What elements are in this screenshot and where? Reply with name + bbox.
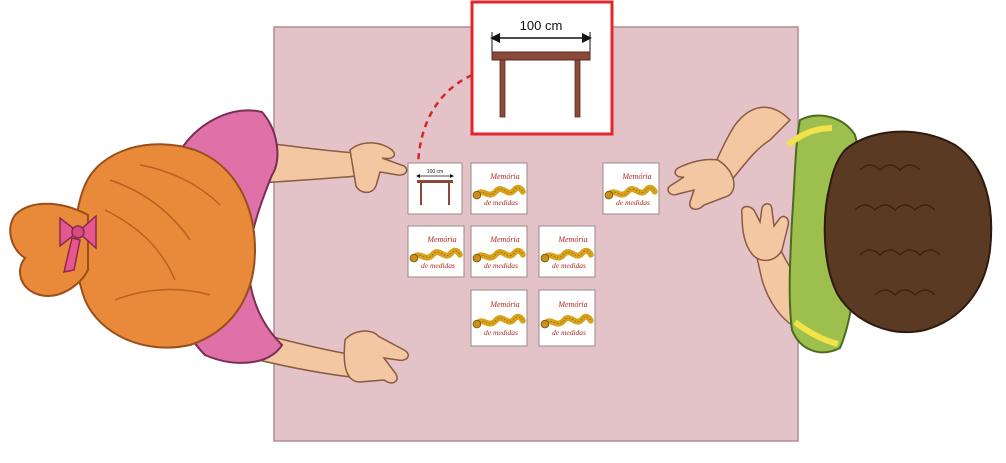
dashed-connector — [416, 73, 473, 166]
boy-shirt-trim-bottom — [793, 319, 839, 347]
table-icon-leg-left — [499, 59, 506, 118]
memory-card[interactable]: Memória de medidas — [471, 289, 528, 347]
girl-hair — [74, 143, 257, 349]
memory-card[interactable]: Memória de medidas — [471, 225, 528, 278]
table-card-face[interactable] — [407, 162, 463, 215]
bow-icon — [59, 214, 97, 273]
girl-lower-hand — [343, 330, 409, 384]
memory-card-subtitle: de medidas — [552, 261, 586, 270]
memory-card-subtitle: de medidas — [484, 328, 518, 337]
arrowhead-right-icon — [582, 33, 592, 43]
memory-card-subtitle: de medidas — [484, 198, 518, 207]
memory-card-title: Memória — [557, 300, 587, 309]
small-table-leg-right — [448, 183, 450, 205]
table-card[interactable]: 100 cm — [407, 162, 463, 215]
zoom-inset-frame — [470, 0, 614, 136]
memory-card[interactable]: Memória de medidas — [603, 162, 660, 215]
table-card-arrow-right-icon — [450, 174, 454, 178]
memory-card[interactable]: Memória de medidas — [408, 225, 465, 278]
boy-shirt-trim-top — [786, 125, 833, 148]
memory-card-subtitle: de medidas — [484, 261, 518, 270]
table-icon-leg-right — [574, 59, 581, 118]
memory-card-title: Memória — [489, 172, 519, 181]
memory-card-title: Memória — [426, 235, 456, 244]
girl-upper-hand — [349, 142, 408, 194]
memory-card-title: Memória — [489, 300, 519, 309]
zoom-inset: 100 cm — [470, 0, 614, 136]
memory-card-subtitle: de medidas — [616, 198, 650, 207]
table-card-arrow-left-icon — [416, 174, 420, 178]
boy-lower-hand — [740, 203, 790, 262]
boy-hair-curls — [854, 164, 941, 297]
memory-card[interactable]: Memória de medidas — [539, 225, 596, 278]
boy-upper-arm — [711, 106, 792, 183]
girl-hair-strands — [104, 164, 221, 301]
arrowhead-left-icon — [490, 33, 500, 43]
table-icon-top — [491, 51, 591, 61]
boy-hair — [823, 130, 993, 334]
memory-card-subtitle: de medidas — [552, 328, 586, 337]
table-card-dimension-label: 100 cm — [427, 169, 443, 175]
girl-figure — [9, 109, 409, 384]
memory-card-subtitle: de medidas — [421, 261, 455, 270]
memory-card[interactable]: Memória de medidas — [539, 289, 596, 347]
zoom-dimension-label: 100 cm — [520, 18, 563, 33]
memory-card-title: Memória — [557, 235, 587, 244]
small-table-leg-left — [420, 183, 422, 205]
boy-upper-hand — [667, 158, 735, 210]
memory-card-title: Memória — [489, 235, 519, 244]
small-table-icon — [417, 180, 453, 183]
memory-card[interactable]: Memória de medidas — [471, 162, 528, 215]
boy-figure — [667, 106, 993, 354]
memory-card-title: Memória — [621, 172, 651, 181]
